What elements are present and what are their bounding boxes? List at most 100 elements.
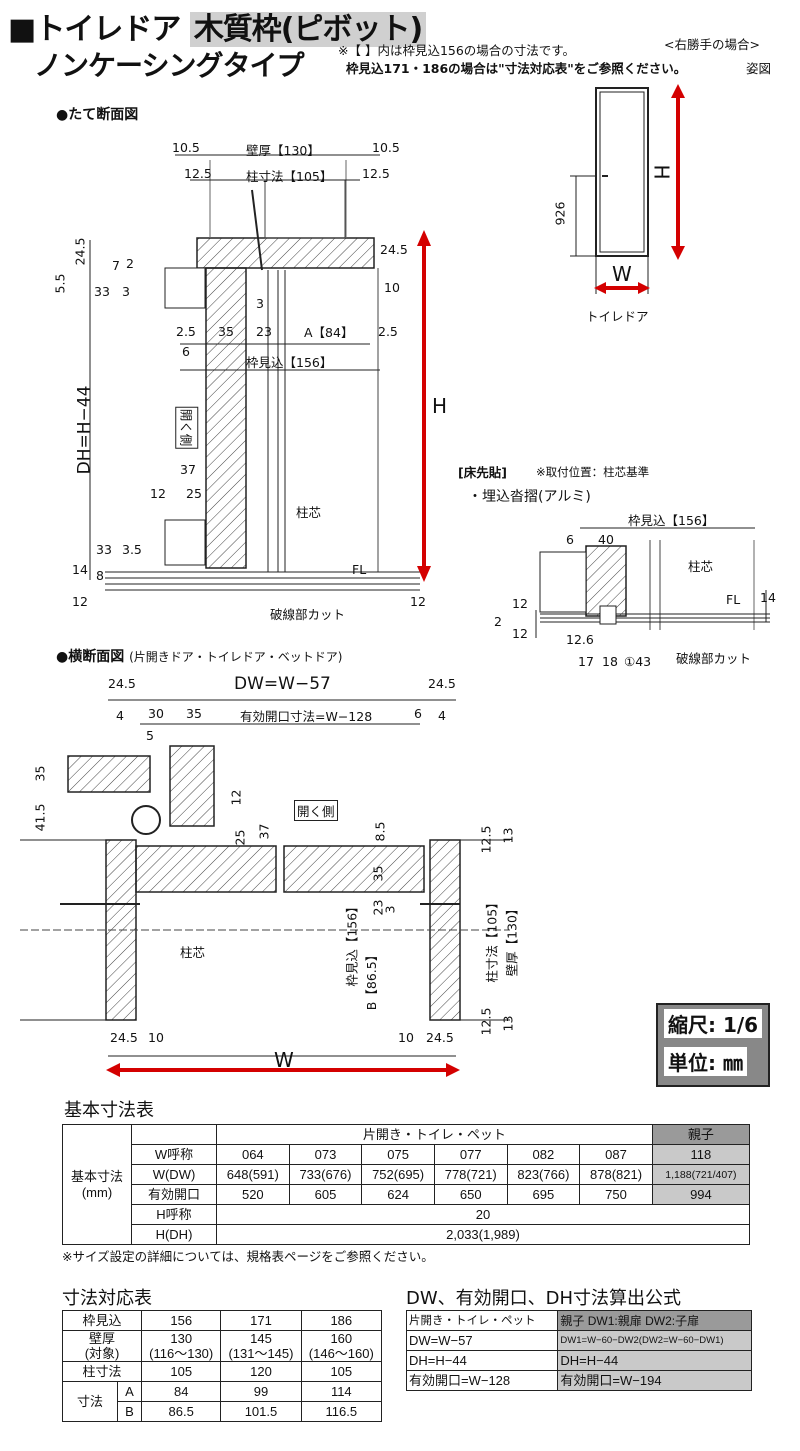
h-dim-b86: B【86.5】 <box>364 948 380 1011</box>
eff-label: 有効開口 <box>131 1184 217 1205</box>
corr-cell: 105 <box>300 1361 383 1382</box>
corr-cell: 186 <box>300 1310 383 1331</box>
note-frame: 枠見込171・186の場合は"寸法対応表"をご参照ください。 <box>346 61 687 76</box>
w-nominal-cell: 064 <box>216 1144 290 1165</box>
h-dim-8-5: 8.5 <box>372 821 388 842</box>
formula-head-left: 片開き・トイレ・ペット <box>405 1310 559 1331</box>
basic-corner <box>131 1124 217 1145</box>
w-nominal-cell: 075 <box>361 1144 435 1165</box>
eff-cell: 650 <box>433 1184 508 1205</box>
h-nominal-cell: 20 <box>216 1204 750 1225</box>
h-dh-cell: 2,033(1,989) <box>216 1224 750 1245</box>
h-dh-label: H(DH) <box>131 1224 217 1245</box>
floor-dim-6: 6 <box>566 532 574 547</box>
dim-12r: 12 <box>410 594 426 609</box>
h-dim-13a: 13 <box>500 827 516 844</box>
h-dim-12-5a: 12.5 <box>478 825 494 854</box>
w-nominal-cell: 077 <box>433 1144 508 1165</box>
eff-cell: 605 <box>288 1184 363 1205</box>
h-dim-25: 25 <box>232 829 248 846</box>
h-dim-24-5c: 24.5 <box>110 1030 138 1045</box>
dim-2: 2 <box>126 256 134 271</box>
unit-text: 単位: ㎜ <box>664 1047 747 1076</box>
w-nominal-cell: 073 <box>288 1144 363 1165</box>
h-dim-12: 12 <box>228 789 244 806</box>
h-dim-24-5d: 24.5 <box>426 1030 454 1045</box>
scale-box: 縮尺: 1/6 単位: ㎜ <box>656 1003 770 1087</box>
corr-b-label: B <box>116 1401 143 1422</box>
h-pillar-core: 柱芯 <box>180 945 206 960</box>
corr-a-label: A <box>116 1381 143 1402</box>
vertical-section-heading: ●たて断面図 <box>56 107 139 123</box>
corr-cell: 114 <box>300 1381 383 1402</box>
formula-cell: DH=H−44 <box>557 1350 752 1371</box>
dim-37: 37 <box>180 462 196 477</box>
corr-cell: 101.5 <box>220 1401 302 1422</box>
corr-cell: 86.5 <box>141 1401 222 1422</box>
dim-24-5: 24.5 <box>72 237 88 266</box>
corr-cell: 116.5 <box>300 1401 383 1422</box>
formula-cell: DW=W−57 <box>405 1330 559 1351</box>
title-box: 木質枠(ピボット) <box>189 12 427 47</box>
basic-table-title: 基本寸法表 <box>64 1100 154 1121</box>
corr-cell: 156 <box>141 1310 222 1331</box>
scale-text: 縮尺: 1/6 <box>664 1009 763 1038</box>
h-dim-35v: 35 <box>32 765 48 782</box>
eff-cell: 695 <box>506 1184 581 1205</box>
vertical-section-drawing <box>89 154 431 591</box>
open-side-label: 開く側 <box>175 406 199 449</box>
formula-cell: DH=H−44 <box>405 1350 559 1371</box>
h-dim-30: 30 <box>148 706 164 721</box>
corr-label: 柱寸法 <box>61 1361 143 1382</box>
dim-frame156: 枠見込【156】 <box>246 355 333 370</box>
floor-detail-drawing <box>535 527 770 638</box>
floor-pillar-core: 柱芯 <box>688 559 714 574</box>
dim-10-5-left: 10.5 <box>172 140 200 155</box>
floor-sub: ・埋込沓摺(アルミ) <box>468 489 591 505</box>
cut-label: 破線部カット <box>270 607 346 622</box>
dim-2-5b: 2.5 <box>378 324 398 339</box>
w-dw-cell: 752(695) <box>361 1164 435 1185</box>
dim-dh: DH=H−44 <box>74 385 95 475</box>
fl-label: FL <box>352 562 367 577</box>
elevation-caption: トイレドア <box>586 309 649 324</box>
correspondence-table: 枠見込 156 171 186 壁厚 (対象) 130 (116〜130) 14… <box>61 1310 383 1422</box>
corr-cell: 145 (131〜145) <box>220 1330 302 1362</box>
horizontal-section-heading: ●横断面図 (片開きドア・トイレドア・ベットドア) <box>56 646 342 666</box>
elevation-w: W <box>612 262 632 286</box>
horizontal-section-drawing <box>20 699 510 1077</box>
dim-3-5: 3.5 <box>122 542 142 557</box>
dim-5-5: 5.5 <box>52 273 68 294</box>
w-dw-cell: 733(676) <box>288 1164 363 1185</box>
h-dim-4a: 4 <box>116 708 124 723</box>
corr-dim-label: 寸法 <box>62 1381 118 1422</box>
dim-14: 14 <box>72 562 88 577</box>
basic-row-label: 基本寸法 (mm) <box>62 1124 132 1245</box>
w-nominal-cell: 082 <box>506 1144 581 1165</box>
w-dw-cell: 878(821) <box>579 1164 653 1185</box>
corr-label: 壁厚 (対象) <box>61 1330 143 1362</box>
floor-frame156: 枠見込【156】 <box>628 513 715 528</box>
title-prefix: ■トイレドア <box>8 12 181 47</box>
note-bracket: ※【 】内は枠見込156の場合の寸法です。 <box>338 43 576 58</box>
h-dim-5: 5 <box>146 728 154 743</box>
page-title: ■トイレドア 木質枠(ピボット) <box>8 4 427 48</box>
h-label: H <box>432 394 448 418</box>
h-dim-37: 37 <box>256 823 272 840</box>
corr-cell: 130 (116〜130) <box>141 1330 222 1362</box>
hand-note: <右勝手の場合> <box>664 37 760 52</box>
corr-cell: 99 <box>220 1381 302 1402</box>
floor-dim-12a: 12 <box>512 596 528 611</box>
horizontal-heading-sub: (片開きドア・トイレドア・ベットドア) <box>129 650 343 664</box>
h-dim-effective: 有効開口寸法=W−128 <box>240 709 373 724</box>
formula-cell: 有効開口=W−128 <box>405 1370 559 1391</box>
floor-heading: [床先貼] <box>458 465 507 480</box>
floor-dim-18: 18 <box>602 654 618 669</box>
h-dim-35b: 35 <box>370 865 386 882</box>
basic-parent-header: 親子 <box>651 1124 751 1145</box>
floor-note: ※取付位置：柱芯基準 <box>536 465 650 479</box>
w-dw-cell: 823(766) <box>506 1164 581 1185</box>
basic-table-footnote: ※サイズ設定の詳細については、規格表ページをご参照ください。 <box>62 1249 434 1264</box>
dim-wall: 壁厚【130】 <box>246 143 320 158</box>
w-nominal-cell: 118 <box>651 1144 751 1165</box>
